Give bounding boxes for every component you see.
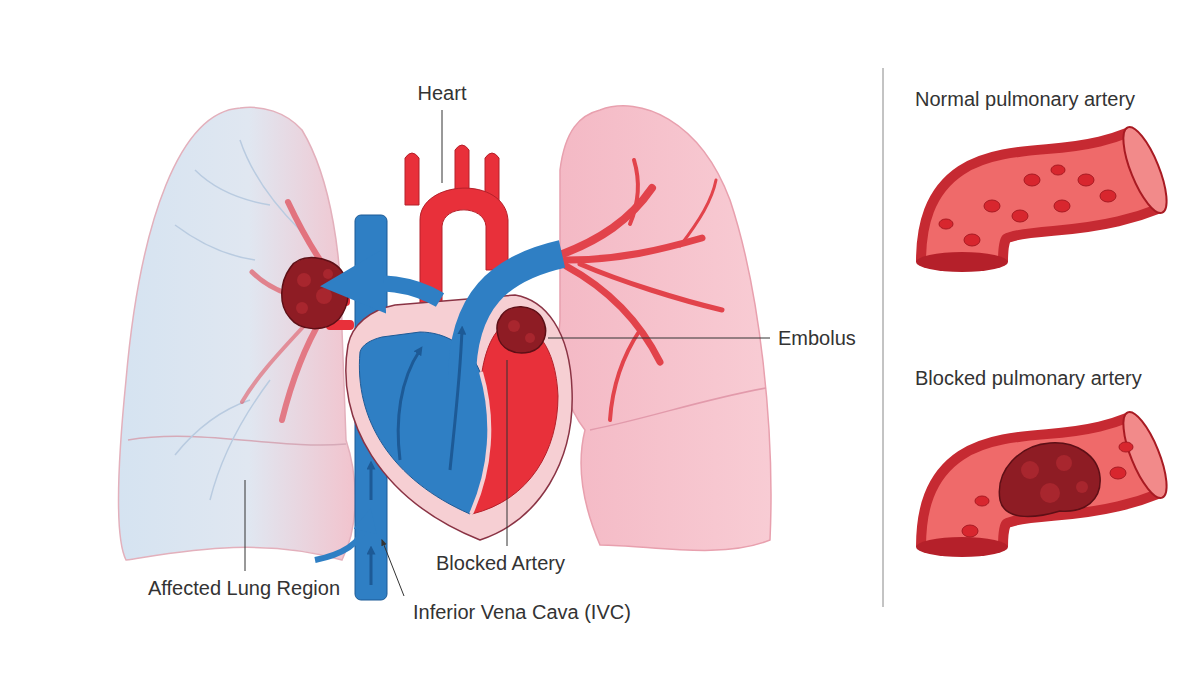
aortic-branch bbox=[405, 153, 419, 205]
part-label: Blocked pulmonary artery bbox=[915, 367, 1142, 389]
septum bbox=[471, 372, 489, 514]
artery-opening bbox=[1115, 407, 1175, 503]
artery-lumen bbox=[962, 170, 1145, 262]
divider-line bbox=[883, 68, 884, 607]
leader-lines bbox=[245, 110, 770, 596]
embolus bbox=[999, 443, 1100, 517]
part-label: Affected Lung Region bbox=[148, 577, 340, 599]
leader-line bbox=[507, 360, 508, 546]
flow-arrow bbox=[398, 350, 420, 460]
artery-end bbox=[916, 537, 1008, 557]
part-label: Embolus bbox=[778, 327, 856, 349]
artery-opening bbox=[1115, 122, 1175, 218]
lung-fissure bbox=[128, 436, 346, 445]
leader-line bbox=[442, 110, 443, 183]
part-label: Normal pulmonary artery bbox=[915, 88, 1135, 110]
part-label: Heart bbox=[418, 82, 467, 104]
embolus bbox=[497, 307, 546, 353]
flow-arrow bbox=[370, 465, 373, 500]
lung-outline bbox=[559, 106, 771, 551]
part-label: Blocked Artery bbox=[436, 552, 565, 574]
embolus-texture bbox=[525, 333, 535, 343]
embolus-texture bbox=[296, 269, 333, 314]
normal-artery-illustration bbox=[916, 122, 1175, 272]
lung-arteries bbox=[560, 160, 722, 420]
red-blood-cells bbox=[939, 165, 1116, 246]
embolus bbox=[282, 258, 349, 329]
embolus-texture bbox=[508, 320, 520, 332]
ivc-inflow-arrow bbox=[315, 520, 368, 560]
right-lung bbox=[559, 106, 771, 551]
flow-arrow bbox=[370, 550, 373, 585]
pulmonary-artery-left bbox=[352, 283, 440, 300]
blocked-artery-illustration bbox=[916, 407, 1175, 557]
leader-line bbox=[548, 338, 770, 339]
left-lung bbox=[119, 107, 356, 560]
lung-fissure bbox=[590, 388, 766, 430]
pulmonary-trunk bbox=[462, 254, 562, 380]
artery-end bbox=[916, 252, 1008, 272]
lung-outline bbox=[119, 107, 356, 560]
artery-wall bbox=[962, 170, 1145, 262]
flow-arrow bbox=[450, 330, 462, 470]
red-blood-cells bbox=[962, 442, 1133, 537]
heart bbox=[346, 145, 572, 540]
pale-vessels bbox=[175, 140, 300, 500]
leader-line bbox=[382, 540, 404, 596]
part-label: Inferior Vena Cava (IVC) bbox=[413, 601, 631, 623]
embolus-texture bbox=[1021, 455, 1088, 503]
leader-line bbox=[245, 480, 246, 571]
